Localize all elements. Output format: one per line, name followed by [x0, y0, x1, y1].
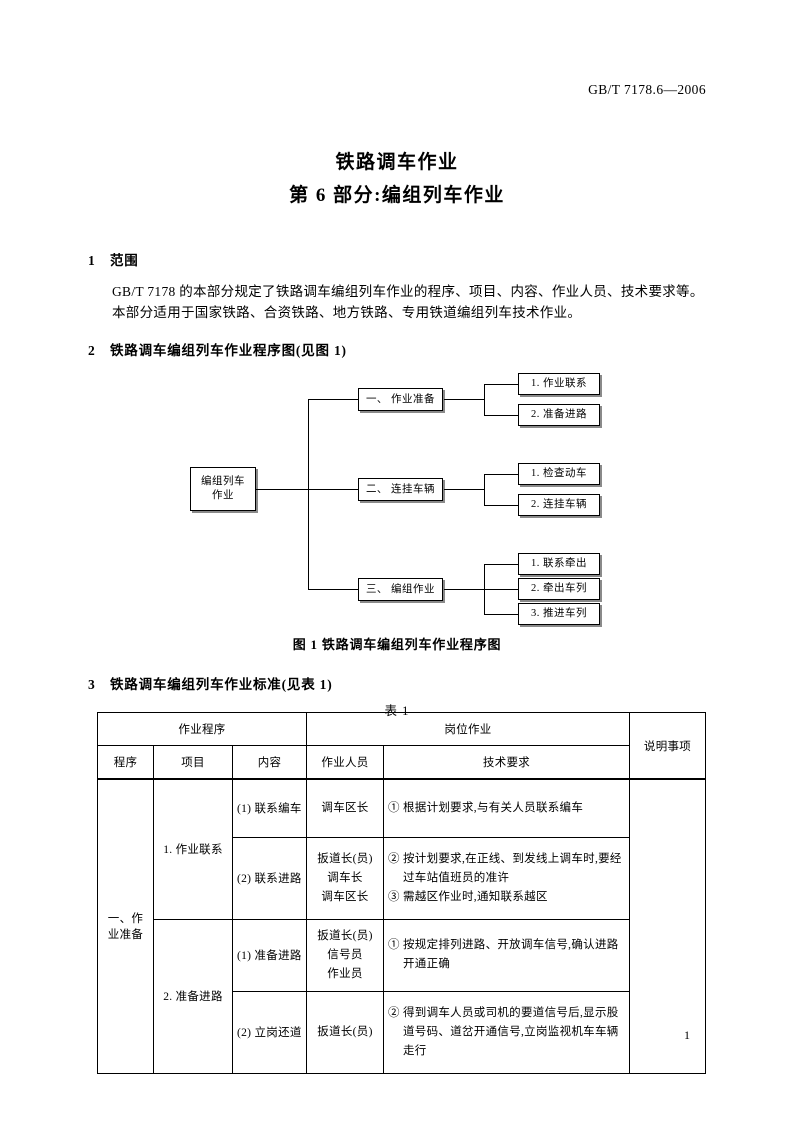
cell-requirement-1-2: ② 按计划要求,在正线、到发线上调车时,要经过车站值班员的准许 ③ 需越区作业时… — [382, 836, 631, 920]
flow-connector-branch-1 — [308, 399, 358, 400]
clause-3-title: 铁路调车编组列车作业标准(见表 1) — [110, 677, 333, 692]
cell-requirement-2-1: ① 按规定排列进路、开放调车信号,确认进路开通正确 — [382, 918, 631, 992]
flow-connector-root — [256, 489, 308, 490]
flow-leaf-box-3-1: 1. 联系牵出 — [518, 553, 600, 575]
staff-line: 扳道长(员) — [317, 929, 373, 942]
flow-leaf-box-1-1: 1. 作业联系 — [518, 373, 600, 395]
cell-requirement-2-2: ② 得到调车人员或司机的要道信号后,显示股道号码、道岔开通信号,立岗监视机车车辆… — [382, 990, 631, 1074]
standard-number-header: GB/T 7178.6—2006 — [588, 82, 706, 97]
clause-1-paragraph-1: GB/T 7178 的本部分规定了铁路调车编组列车作业的程序、项目、内容、作业人… — [112, 284, 704, 299]
flow-branch-box-2: 二、 连挂车辆 — [358, 478, 443, 501]
flow-root-box: 编组列车 作业 — [190, 467, 256, 511]
table-group-header-row: 作业程序 岗位作业 说明事项 — [97, 712, 707, 780]
requirement-line: ③ 需越区作业时,通知联系越区 — [388, 890, 548, 903]
flow-leaf-box-2-2: 2. 连挂车辆 — [518, 494, 600, 516]
flow-connector-leaf-1-2 — [484, 415, 518, 416]
flow-root-line-1: 编组列车 — [201, 476, 245, 487]
flow-branch-box-1: 一、 作业准备 — [358, 388, 443, 411]
cell-remarks — [629, 778, 707, 1074]
flow-connector-branch-2 — [308, 489, 358, 490]
flow-split-line-3 — [484, 564, 485, 614]
clause-1-paragraph-2: 本部分适用于国家铁路、合资铁路、地方铁路、专用铁道编组列车技术作业。 — [112, 305, 582, 320]
staff-line: 扳道长(员) — [317, 852, 373, 865]
table-row: (2) 立岗还道 扳道长(员) ② 得到调车人员或司机的要道信号后,显示股道号码… — [98, 990, 706, 1074]
flow-branch-box-3: 三、 编组作业 — [358, 578, 443, 601]
flow-connector-branch-1-out — [444, 399, 484, 400]
flow-leaf-box-3-2: 2. 牵出车列 — [518, 578, 600, 600]
cell-staff-1-1: 调车区长 — [306, 778, 384, 838]
flow-connector-leaf-1-1 — [484, 384, 518, 385]
flow-connector-branch-3 — [308, 589, 358, 590]
clause-1-heading: 1 范围 — [88, 249, 139, 269]
column-header-item: 项目 — [153, 745, 233, 780]
document-title-line-1: 铁路调车作业 — [335, 152, 459, 173]
cell-content-2-1: (1) 准备进路 — [232, 918, 307, 992]
cell-item-2: 2. 准备进路 — [153, 918, 233, 1074]
page-number: 1 — [0, 1028, 794, 1043]
column-header-requirement: 技术要求 — [382, 745, 631, 780]
cell-staff-1-2: 扳道长(员) 调车长 调车区长 — [306, 836, 384, 920]
group-header-procedure: 作业程序 — [97, 712, 307, 746]
staff-line: 调车长 — [327, 871, 363, 884]
table-row: 一、作业准备 1. 作业联系 (1) 联系编车 调车区长 ① 根据计划要求,与有… — [97, 778, 707, 1074]
requirement-line: ① 按规定排列进路、开放调车信号,确认进路开通正确 — [388, 939, 619, 970]
requirement-line: ② 得到调车人员或司机的要道信号后,显示股道号码、道岔开通信号,立岗监视机车车辆… — [388, 1006, 619, 1057]
flow-connector-branch-2-out — [444, 489, 484, 490]
clause-1-title: 范围 — [110, 253, 139, 268]
figure-1-caption: 图 1 铁路调车编组列车作业程序图 — [292, 637, 502, 652]
staff-line: 调车区长 — [321, 890, 369, 903]
cell-content-1-2: (2) 联系进路 — [232, 836, 307, 920]
clause-2-heading: 2 铁路调车编组列车作业程序图(见图 1) — [88, 339, 347, 359]
flow-connector-leaf-3-1 — [484, 564, 518, 565]
staff-line: 信号员 — [327, 948, 363, 961]
flow-connector-leaf-3-2 — [484, 589, 518, 590]
column-header-staff: 作业人员 — [306, 745, 384, 780]
clause-2-number: 2 — [88, 343, 96, 358]
clause-2-title: 铁路调车编组列车作业程序图(见图 1) — [110, 343, 347, 358]
flow-split-line-2 — [484, 474, 485, 505]
group-header-post-work: 岗位作业 — [305, 712, 631, 746]
flow-trunk-line — [308, 399, 309, 589]
cell-procedure-label: 一、作业准备 — [97, 778, 154, 1074]
flow-leaf-box-2-1: 1. 检查动车 — [518, 463, 600, 485]
table-column-header-row: 程序 项目 内容 作业人员 技术要求 — [97, 745, 706, 780]
clause-3-heading: 3 铁路调车编组列车作业标准(见表 1) — [88, 673, 333, 693]
staff-line: 作业员 — [327, 967, 363, 980]
flow-root-line-2: 作业 — [212, 490, 234, 501]
flow-connector-leaf-2-1 — [484, 474, 518, 475]
flow-leaf-box-1-2: 2. 准备进路 — [518, 404, 600, 426]
requirement-line: ② 按计划要求,在正线、到发线上调车时,要经过车站值班员的准许 — [388, 852, 622, 884]
staff-line: 扳道长(员) — [317, 1025, 373, 1038]
cell-content-1-1: (1) 联系编车 — [232, 778, 307, 838]
table-row: 2. 准备进路 (1) 准备进路 扳道长(员) 信号员 作业员 ① 按规定排列进… — [98, 918, 706, 1074]
group-header-remarks: 说明事项 — [629, 712, 707, 780]
cell-content-2-2: (2) 立岗还道 — [232, 990, 307, 1074]
clause-1-number: 1 — [88, 253, 96, 268]
cell-item-1: 1. 作业联系 — [153, 778, 233, 920]
cell-staff-2-2: 扳道长(员) — [306, 990, 384, 1074]
page-number-value: 1 — [684, 1028, 690, 1042]
operation-standard-table: 作业程序 岗位作业 说明事项 程序 项目 内容 作业人员 技术要求 一、作业准备… — [97, 712, 707, 1074]
flow-split-line-1 — [484, 384, 485, 415]
staff-line: 调车区长 — [321, 801, 369, 814]
cell-requirement-1-1: ① 根据计划要求,与有关人员联系编车 — [382, 778, 631, 838]
flow-connector-branch-3-out — [444, 589, 484, 590]
flow-connector-leaf-2-2 — [484, 505, 518, 506]
column-header-content: 内容 — [232, 745, 307, 780]
clause-3-number: 3 — [88, 677, 96, 692]
flow-leaf-box-3-3: 3. 推进车列 — [518, 603, 600, 625]
cell-staff-2-1: 扳道长(员) 信号员 作业员 — [306, 918, 384, 992]
table-row: (2) 联系进路 扳道长(员) 调车长 调车区长 ② 按计划要求,在正线、到发线… — [98, 836, 706, 920]
requirement-line: ① 根据计划要求,与有关人员联系编车 — [388, 801, 584, 814]
document-title-line-2: 第 6 部分:编组列车作业 — [289, 185, 505, 206]
column-header-procedure: 程序 — [97, 745, 154, 780]
flow-connector-leaf-3-3 — [484, 614, 518, 615]
